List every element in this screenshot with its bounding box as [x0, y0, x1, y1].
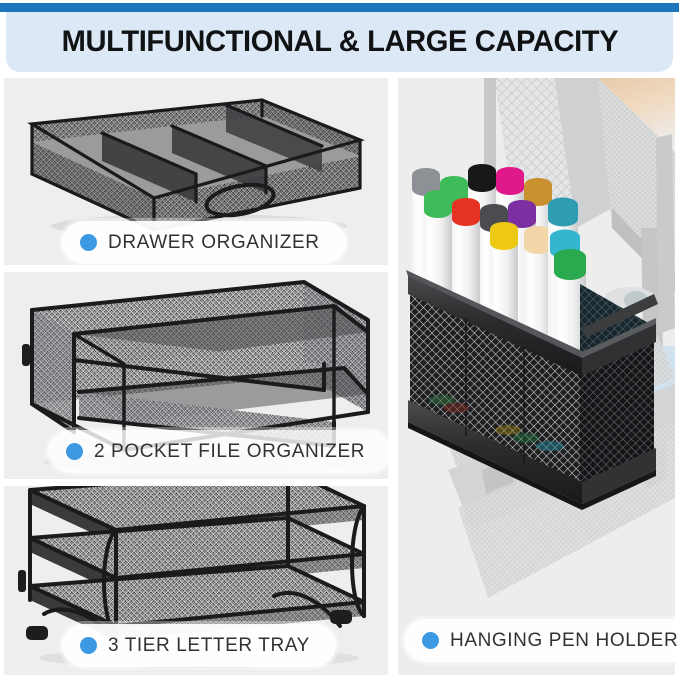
- bullet-dot-icon: [422, 632, 439, 649]
- label-file-organizer: 2 POCKET FILE ORGANIZER: [44, 427, 395, 476]
- drawer-handle-icon: [204, 182, 276, 218]
- label-pen-holder: HANGING PEN HOLDER: [400, 616, 679, 665]
- page-title: MULTIFUNCTIONAL & LARGE CAPACITY: [61, 25, 618, 58]
- pen-holder-body: [406, 270, 658, 510]
- label-text: HANGING PEN HOLDER: [450, 629, 679, 651]
- drawer-organizer-image: [27, 98, 365, 238]
- panel-pen-holder: [398, 78, 675, 675]
- label-text: DRAWER ORGANIZER: [108, 231, 320, 253]
- top-accent-bar: [0, 3, 679, 12]
- label-letter-tray: 3 TIER LETTER TRAY: [59, 621, 339, 670]
- pen-holder-image: [398, 78, 675, 675]
- label-text: 3 TIER LETTER TRAY: [108, 634, 310, 656]
- bullet-dot-icon: [80, 234, 97, 251]
- bullet-dot-icon: [80, 637, 97, 654]
- header-panel: MULTIFUNCTIONAL & LARGE CAPACITY: [6, 12, 673, 72]
- label-text: 2 POCKET FILE ORGANIZER: [94, 440, 366, 462]
- bullet-dot-icon: [66, 443, 83, 460]
- panel-drawer-organizer: [4, 78, 388, 265]
- label-drawer-organizer: DRAWER ORGANIZER: [59, 218, 349, 267]
